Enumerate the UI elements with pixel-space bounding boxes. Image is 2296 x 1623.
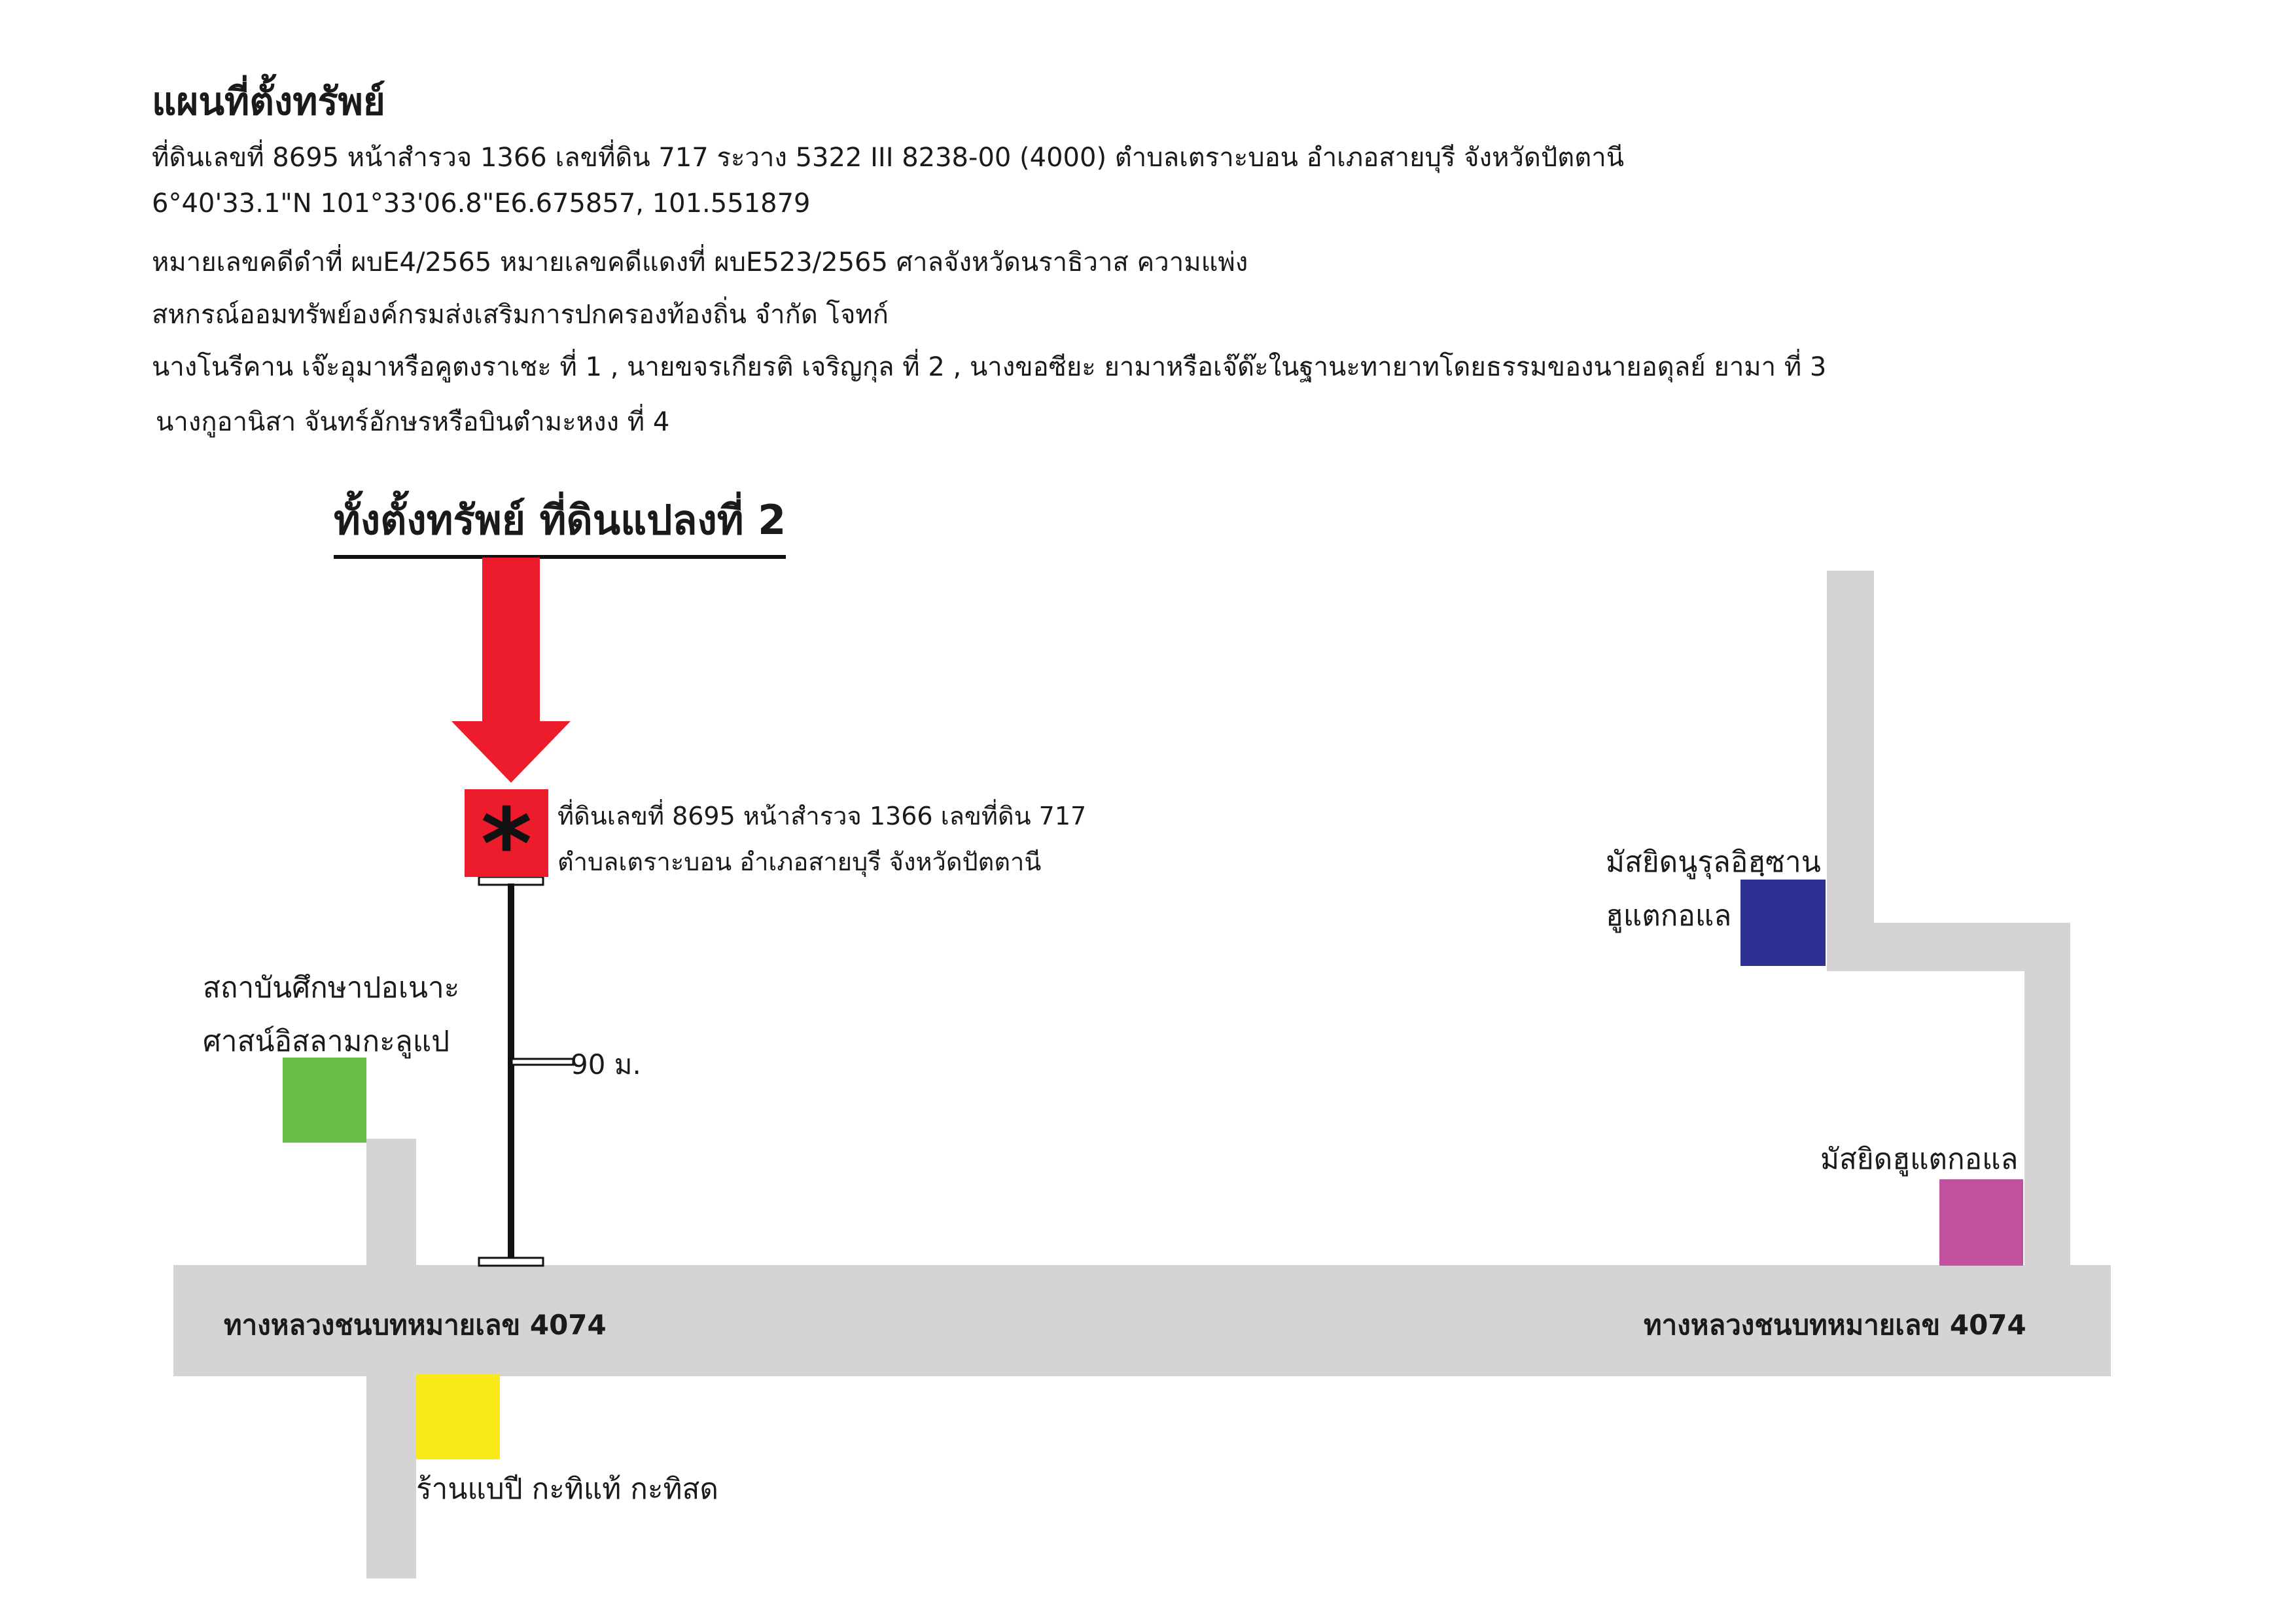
road-label-right: ทางหลวงชนบทหมายเลข 4074 [1644,1309,2026,1341]
mosque-nurul-label-line2: ฮูแตกอแล [1606,899,1732,933]
property-marker: * [465,789,548,894]
header-line-plaintiff: สหกรณ์ออมทรัพย์องค์กรมส่งเสริมการปกครองท… [152,300,889,330]
school-label-line1: สถาบันศึกษาปอเนาะ [203,971,460,1005]
side-road-north-east [1827,571,1874,971]
down-arrow-icon [451,558,571,783]
mosque-nurul-marker [1740,880,1826,966]
mosque-hutae-label: มัสยิดฮูแตกอแล [1820,1143,2019,1176]
side-road-school [366,1139,416,1270]
school-label-line2: ศาสน์อิสลามกะลูแป [203,1025,450,1058]
header-line-defendants: นางโนรีคาน เจ๊ะอุมาหรือคูตงราเชะ ที่ 1 ,… [152,352,1827,382]
header-line-coordinates: 6°40'33.1"N 101°33'06.8"E6.675857, 101.5… [152,188,811,219]
page-title: แผนที่ตั้งทรัพย์ [152,79,385,124]
side-road-south [366,1374,416,1578]
header-line-defendant-4: นางกูอานิสา จันทร์อักษรหรือบินตำมะหงง ที… [156,407,670,437]
mosque-nurul-label-line1: มัสยิดนูรุลอิฮฺซาน [1606,846,1821,879]
main-road [173,1265,2111,1376]
property-label-line2: ตำบลเตราะบอน อำเภอสายบุรี จังหวัดปัตตานี [557,847,1042,876]
side-road-east [2024,923,2070,1270]
mosque-hutae-marker [1939,1179,2023,1266]
location-title: ทั้งตั้งทรัพย์ ที่ดินแปลงที่ 2 [334,488,786,559]
distance-label: 90 ม. [571,1048,641,1080]
school-marker [283,1058,366,1143]
header-line-case-number: หมายเลขคดีดำที่ ผบE4/2565 หมายเลขคดีแดงท… [152,247,1248,277]
shop-label: ร้านแบปี กะทิแท้ กะทิสด [416,1472,718,1506]
header-line-deed: ที่ดินเลขที่ 8695 หน้าสำรวจ 1366 เลขที่ด… [152,143,1625,173]
distance-line [478,877,574,1267]
property-label-line1: ที่ดินเลขที่ 8695 หน้าสำรวจ 1366 เลขที่ด… [557,802,1087,830]
shop-marker [416,1374,500,1459]
road-label-left: ทางหลวงชนบทหมายเลข 4074 [224,1309,607,1341]
